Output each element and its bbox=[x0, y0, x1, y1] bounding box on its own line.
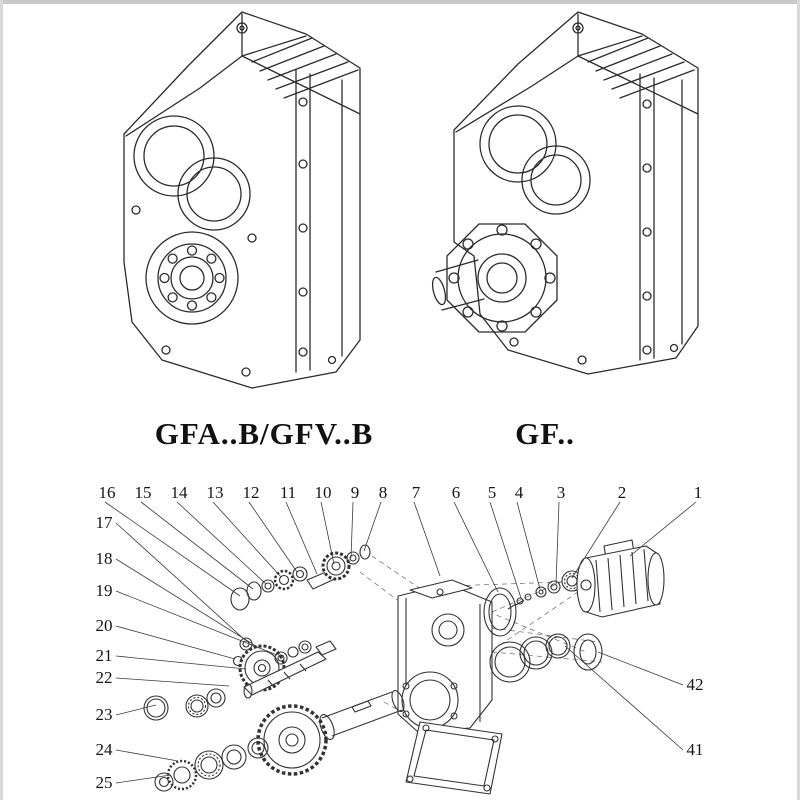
output-flange bbox=[446, 223, 558, 333]
callout-2: 2 bbox=[617, 483, 627, 502]
gearbox-drawing-gfab bbox=[123, 11, 361, 389]
callout-12: 12 bbox=[242, 483, 260, 502]
callout-16: 16 bbox=[98, 483, 116, 502]
callout-1: 1 bbox=[693, 483, 703, 502]
model-label-gfab: GFA..B/GFV..B bbox=[154, 416, 374, 451]
page-edge-right bbox=[797, 0, 800, 800]
misc-details bbox=[509, 22, 679, 365]
output-shaft bbox=[431, 259, 485, 311]
callout-17: 17 bbox=[95, 513, 113, 532]
gear-housing bbox=[397, 579, 493, 733]
callout-9: 9 bbox=[350, 483, 360, 502]
callout-5: 5 bbox=[487, 483, 497, 502]
output-shaft-parts bbox=[143, 689, 405, 792]
callout-8: 8 bbox=[378, 483, 388, 502]
output-bearing bbox=[145, 231, 239, 325]
model-label-gf: GF.. bbox=[515, 416, 575, 451]
cooling-ribs bbox=[251, 37, 359, 99]
flange-rails bbox=[639, 73, 683, 361]
shaft-bores bbox=[131, 115, 257, 243]
callout-23: 23 bbox=[95, 705, 113, 724]
callout-18: 18 bbox=[95, 549, 113, 568]
callout-24: 24 bbox=[95, 740, 113, 759]
bottom-cover bbox=[405, 721, 503, 795]
callout-7: 7 bbox=[411, 483, 421, 502]
callout-41: 41 bbox=[686, 740, 704, 759]
leader-lines bbox=[104, 501, 697, 784]
callout-10: 10 bbox=[314, 483, 332, 502]
flange-rails bbox=[295, 69, 343, 373]
input-shaft-parts bbox=[230, 544, 371, 611]
input-side-parts bbox=[483, 570, 583, 637]
cooling-ribs bbox=[587, 37, 695, 99]
housing-outline bbox=[453, 11, 699, 375]
gearbox-drawing-gf bbox=[431, 11, 699, 375]
output-cover-rings bbox=[489, 633, 603, 683]
callout-13: 13 bbox=[206, 483, 224, 502]
callout-22: 22 bbox=[95, 668, 113, 687]
callout-4: 4 bbox=[514, 483, 524, 502]
page-edge-top bbox=[0, 0, 800, 4]
callout-25: 25 bbox=[95, 773, 113, 792]
page-edge-left bbox=[0, 0, 3, 800]
callout-6: 6 bbox=[451, 483, 461, 502]
callout-21: 21 bbox=[95, 646, 113, 665]
exploded-view-diagram bbox=[104, 501, 697, 795]
intermediate-shaft-parts bbox=[185, 637, 337, 718]
callout-15: 15 bbox=[134, 483, 152, 502]
callout-14: 14 bbox=[170, 483, 188, 502]
callout-11: 11 bbox=[279, 483, 297, 502]
callout-3: 3 bbox=[556, 483, 566, 502]
shaft-bores bbox=[479, 105, 591, 215]
callout-19: 19 bbox=[95, 581, 113, 600]
callout-42: 42 bbox=[686, 675, 704, 694]
misc-details bbox=[161, 22, 337, 377]
callout-20: 20 bbox=[95, 616, 113, 635]
housing-outline bbox=[123, 11, 361, 389]
motor bbox=[576, 539, 665, 618]
